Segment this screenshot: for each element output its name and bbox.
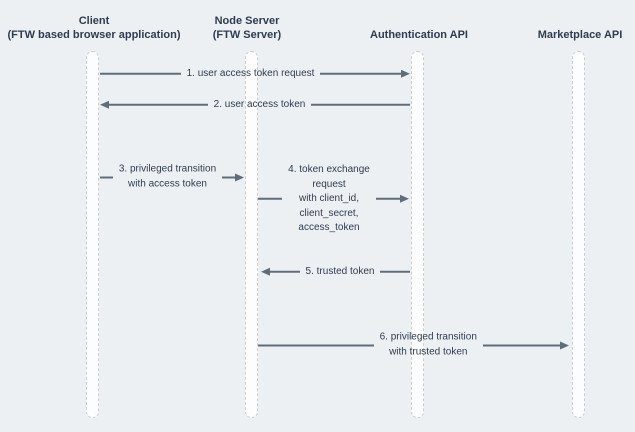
message-1-user-access-token-request: 1. user access token request [100, 67, 411, 82]
arrow-right-icon [400, 195, 410, 203]
participant-header-client: Client (FTW based browser application) [8, 12, 181, 42]
lifeline-node-server [245, 51, 258, 418]
arrow-left-icon [100, 101, 109, 109]
participant-header-authentication-api: Authentication API [370, 12, 468, 42]
message-line [258, 198, 283, 200]
lifeline-marketplace-api [572, 51, 585, 418]
arrow-left-icon [261, 268, 270, 276]
arrow-right-icon [560, 341, 569, 349]
lifeline-client [86, 51, 99, 418]
message-6-privileged-transition-with-trusted-token: 6. privileged transition with trusted to… [258, 331, 569, 360]
message-label: 3. privileged transition with access tok… [118, 163, 217, 190]
participant-label: Authentication API [370, 29, 468, 41]
message-5-trusted-token: 5. trusted token [261, 265, 410, 280]
participant-label: Node Server (FTW Server) [212, 15, 282, 41]
message-line [222, 176, 235, 178]
message-line [258, 344, 374, 346]
message-2-user-access-token: 2. user access token [100, 98, 410, 113]
message-3-privileged-transition-with-access-token: 3. privileged transition with access tok… [100, 163, 244, 192]
message-line [100, 73, 181, 75]
message-line [109, 104, 208, 106]
message-label: 6. privileged transition with trusted to… [379, 331, 477, 358]
message-line [482, 344, 560, 346]
message-line [100, 176, 113, 178]
message-line [320, 73, 402, 75]
message-line [311, 104, 410, 106]
participant-label: Client (FTW based browser application) [7, 15, 181, 41]
message-line [270, 271, 300, 273]
message-line [375, 198, 401, 200]
participant-header-node-server: Node Server (FTW Server) [213, 12, 281, 42]
participant-label: Marketplace API [537, 29, 623, 41]
message-label: 4. token exchange request with client_id… [288, 163, 370, 233]
message-label: 2. user access token [213, 98, 306, 110]
message-line [380, 271, 410, 273]
participant-header-marketplace-api: Marketplace API [538, 12, 623, 42]
message-4-token-exchange-request: 4. token exchange request with client_id… [258, 163, 410, 236]
arrow-right-icon [401, 70, 411, 78]
arrow-right-icon [235, 173, 244, 181]
message-label: 5. trusted token [305, 265, 375, 277]
message-label: 1. user access token request [186, 67, 315, 79]
lifeline-authentication-api [411, 51, 424, 418]
